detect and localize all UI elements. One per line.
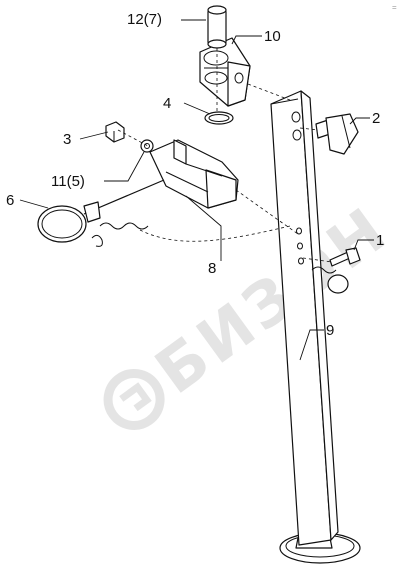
assembly-line-clamp xyxy=(235,189,299,235)
callout-10: 10 xyxy=(264,28,281,45)
knob-bolt-part-2 xyxy=(315,113,359,155)
callout-3: 3 xyxy=(63,131,71,148)
bolt-part-1 xyxy=(329,247,361,267)
callout-2: 2 xyxy=(372,110,380,127)
stand-leg-part-9 xyxy=(270,90,361,564)
callout-9: 9 xyxy=(326,322,334,339)
assembly-line-bracket xyxy=(247,83,291,101)
watermark-logo-icon xyxy=(103,369,165,431)
leader-lines xyxy=(19,19,374,361)
washer-part-11 xyxy=(140,139,154,153)
corner-mark: = xyxy=(392,3,397,12)
callout-6: 6 xyxy=(6,192,14,209)
callout-1: 1 xyxy=(376,232,384,249)
callout-4: 4 xyxy=(163,95,171,112)
lynch-pin-part-6 xyxy=(37,179,349,294)
pin-part-12 xyxy=(207,5,227,49)
circlip-part-4 xyxy=(204,111,234,125)
watermark-text: БИЗОН xyxy=(142,192,402,408)
watermark: БИЗОН xyxy=(103,192,402,431)
clevis-bracket-part-10 xyxy=(199,37,251,107)
callout-11: 11(5) xyxy=(51,173,85,190)
callout-12: 12(7) xyxy=(127,11,162,28)
assembly-line-bolt xyxy=(302,257,333,263)
clamp-bracket-part-8 xyxy=(149,139,239,209)
callout-8: 8 xyxy=(208,260,216,277)
square-nut-part-3 xyxy=(105,121,125,143)
